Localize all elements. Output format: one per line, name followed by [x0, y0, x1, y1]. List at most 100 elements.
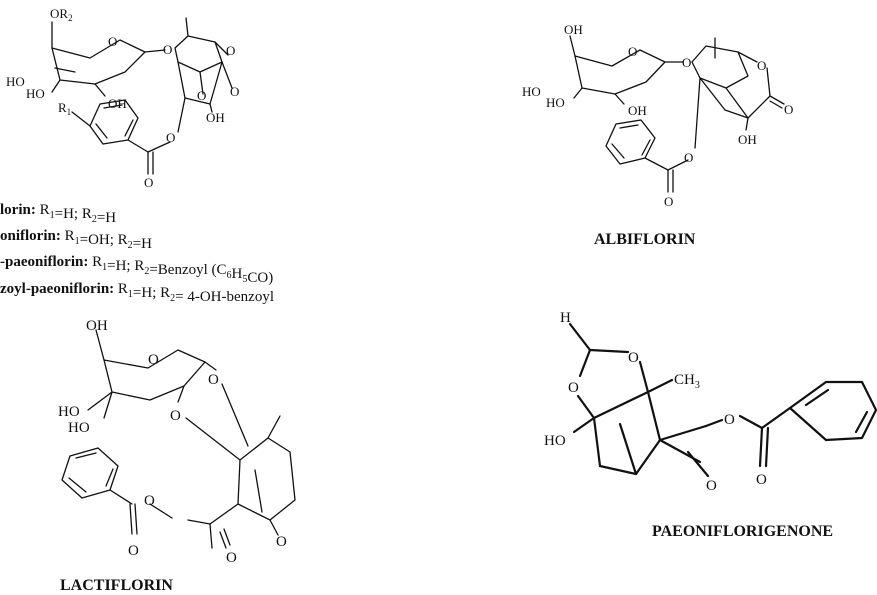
ester-bond [704, 418, 724, 428]
aromatic-bond [124, 119, 134, 137]
derivative-name: lorin: [0, 202, 36, 218]
cage-oxygen-label: O [226, 43, 235, 58]
carbonyl-bond [764, 426, 770, 468]
lactone-carbonyl [219, 531, 227, 549]
ho-label: HO [522, 84, 541, 99]
lactone-bond [737, 51, 758, 63]
ring-bond [598, 464, 638, 476]
methyl-bond [267, 415, 281, 439]
albiflorin-caption: ALBIFLORIN [594, 231, 696, 248]
ho-label: HO [544, 433, 566, 449]
link-oxygen-label: O [170, 408, 181, 424]
aromatic-bond [75, 452, 97, 459]
glycosidic-oxygen-label: O [682, 55, 691, 70]
r1-bond [71, 111, 91, 127]
oh-label: OH [108, 96, 127, 111]
aromatic-bond [95, 123, 108, 139]
oh-bond [572, 416, 596, 434]
ring-bond [576, 394, 596, 420]
lactone-carbonyl [223, 528, 231, 546]
cage-bond [214, 41, 229, 56]
ester-bond [694, 77, 701, 149]
ester-bond [760, 406, 792, 430]
glycosidic-oxygen-label: O [163, 42, 172, 57]
ho-label: HO [6, 74, 25, 89]
oh-bond [51, 79, 61, 93]
aromatic-bond [641, 139, 651, 156]
ring-oxygen-label: O [108, 34, 117, 49]
oh-label: OH [206, 110, 225, 125]
ch2oh-bond [95, 329, 105, 361]
aromatic-bond [105, 468, 114, 487]
ring-bond [592, 390, 650, 420]
ring-bond [54, 67, 76, 73]
aromatic-bond [68, 477, 87, 493]
cage-bond [177, 61, 186, 99]
lactone-bond [209, 523, 213, 549]
benzene-ring [788, 380, 877, 442]
h-bond [568, 322, 592, 352]
ester-bond [149, 503, 173, 519]
ho-label: HO [546, 95, 565, 110]
glycosidic-bond [144, 49, 166, 53]
ester-oxygen-label: O [144, 493, 155, 509]
lactone-carbonyl-label: O [226, 550, 237, 566]
aromatic-bond [103, 104, 123, 109]
lactone-oxygen-label: O [757, 58, 766, 73]
derivative-name: oniflorin: [0, 228, 61, 244]
oh-bond [745, 117, 749, 131]
ester-bond [667, 159, 689, 171]
ring-bond [618, 422, 638, 476]
cage-bond [184, 97, 211, 105]
cage-bond [209, 61, 223, 105]
glucose-ring [574, 49, 666, 95]
cage-bond [699, 77, 726, 111]
methyl-bond [185, 17, 189, 37]
link-bond [177, 385, 185, 403]
carbonyl-oxygen-label: O [128, 543, 139, 559]
ester-oxygen-label: O [724, 412, 735, 428]
link-bond [185, 417, 241, 461]
methyl-bond [646, 378, 674, 394]
ho-label: HO [68, 420, 90, 436]
ester-bond [177, 97, 186, 133]
carbonyl-bond [134, 503, 138, 535]
carbonyl-bond [758, 426, 764, 468]
lactiflorin-structure: OH HO HO O O O O O O O LACTIFLORIN [58, 318, 296, 594]
ester-bond [109, 489, 133, 505]
ring-bond [646, 390, 662, 442]
derivative-benzoylpaeoniflorin: -paeoniflorin: R1=H; R2=Benzoyl (C6H5CO) [0, 254, 273, 286]
ketone-oxygen-label: O [706, 478, 717, 494]
carbonyl-oxygen-label: O [664, 194, 673, 209]
lactone-bond [269, 519, 279, 536]
glucose-ring [51, 39, 146, 85]
benzene-ring [61, 447, 119, 499]
cage-bond [724, 109, 749, 119]
carbonyl-oxygen-label: O [756, 472, 767, 488]
ring-bond [638, 360, 650, 394]
or2-label: OR2 [50, 6, 73, 23]
derivative-list: lorin: R1=H; R2=H oniflorin: R1=OH; R2=H… [0, 202, 274, 305]
oh-bond [87, 391, 113, 411]
lactone-carbonyl [769, 100, 783, 109]
cage-oxygen-label: O [197, 88, 206, 103]
anomeric-bond [204, 361, 217, 371]
glucose-ring [103, 349, 206, 401]
albiflorin-structure: OH HO HO OH O O O O OH O O ALBIFLORIN [522, 22, 793, 248]
lactone-oxygen-label: O [276, 534, 287, 550]
ketone-carbonyl [686, 450, 710, 478]
aromatic-bond [619, 124, 639, 129]
derivative-name: zoyl-paeoniflorin: [0, 281, 114, 297]
lactone-carbonyl [769, 95, 785, 105]
ch2oh-bond [569, 35, 576, 57]
aromatic-bond [611, 143, 625, 159]
ring-oxygen-label: O [628, 44, 637, 59]
oh-label: OH [738, 132, 757, 147]
oh-label: OH [564, 22, 583, 37]
lactone-bond [766, 67, 771, 97]
cage-bond [221, 61, 233, 89]
benzene-ring [89, 99, 139, 145]
ester-bond [127, 139, 149, 153]
ester-bond [644, 157, 669, 171]
derivative-oxypaeoniflorin: oniflorin: R1=OH; R2=H [0, 228, 152, 252]
